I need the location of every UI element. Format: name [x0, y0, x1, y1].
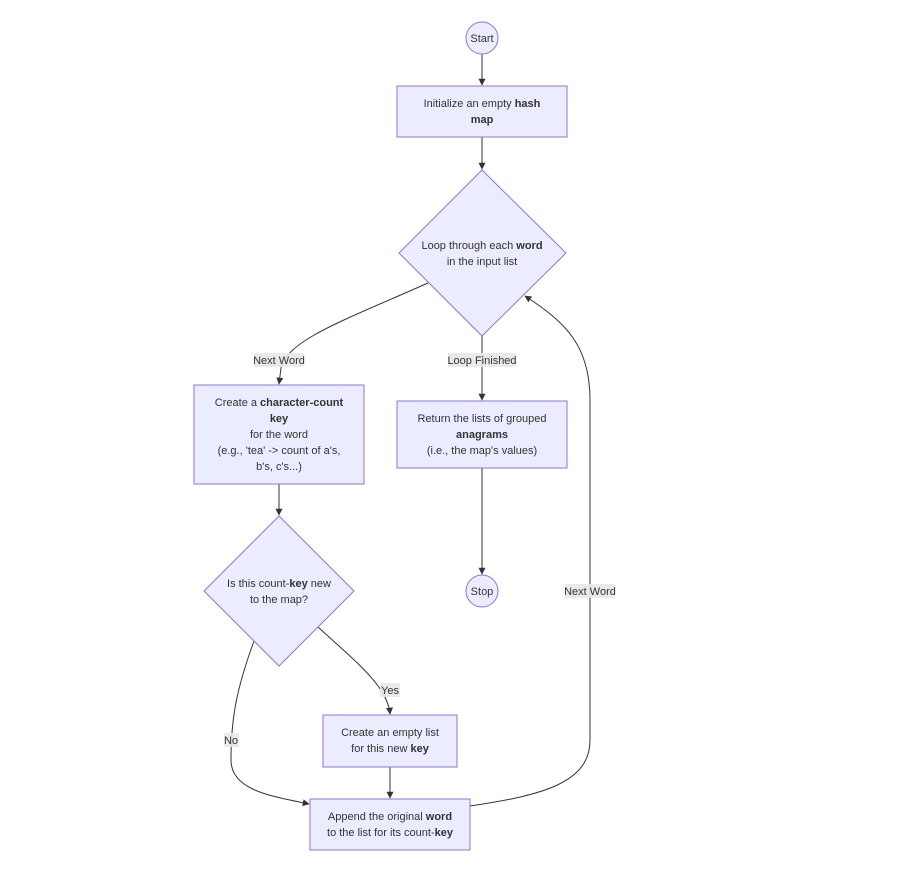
- text: Append the original: [328, 811, 426, 823]
- edge-loop-charcount: [276, 282, 429, 385]
- node-label: (i.e., the map's values): [427, 445, 537, 457]
- text-bold: word: [425, 811, 452, 823]
- text-bold: key: [289, 578, 308, 590]
- edge-label-text: No: [224, 735, 238, 747]
- node-append: Append the original word to the list for…: [309, 798, 471, 851]
- node-label: Stop: [471, 586, 494, 598]
- text: Loop through each: [421, 240, 516, 252]
- node-label: to the list for its count-key: [327, 827, 454, 839]
- text: to the list for its count-: [327, 827, 435, 839]
- edge-label-text: Yes: [381, 685, 399, 697]
- node-stop: Stop: [465, 574, 499, 608]
- node-label: in the input list: [447, 256, 517, 268]
- node-label: to the map?: [250, 594, 308, 606]
- node-return: Return the lists of grouped anagrams (i.…: [396, 400, 568, 469]
- node-init: Initialize an empty hash map: [396, 85, 568, 138]
- node-emptylist: Create an empty list for this new key: [322, 714, 458, 768]
- node-label: Start: [470, 33, 493, 45]
- node-label: Create a character-count: [215, 397, 344, 409]
- edge-isnew-append: [230, 640, 310, 807]
- text: new: [308, 578, 331, 590]
- text-bold: word: [515, 240, 542, 252]
- text-bold: key: [410, 743, 429, 755]
- text: for this new: [351, 743, 410, 755]
- edge-label-text: Next Word: [564, 586, 616, 598]
- edge-label-no: No: [224, 733, 239, 747]
- text-bold: character-count: [260, 397, 343, 409]
- edge-label-loop-finished: Loop Finished: [447, 353, 517, 367]
- text-bold: hash: [515, 98, 541, 110]
- edge-append-loop: [469, 295, 591, 807]
- node-label: for the word: [250, 429, 308, 441]
- node-label: Create an empty list: [341, 727, 439, 739]
- node-start: Start: [465, 21, 499, 55]
- node-label: for this new key: [351, 743, 430, 755]
- edge-isnew-emptylist: [317, 626, 393, 715]
- node-label: Initialize an empty hash: [424, 98, 541, 110]
- edge-label-yes: Yes: [380, 683, 400, 697]
- text-bold: key: [435, 827, 454, 839]
- text: Is this count-: [227, 578, 290, 590]
- node-label: anagrams: [456, 429, 508, 441]
- edge-label-next-word-1: Next Word: [253, 353, 305, 367]
- edge-label-text: Next Word: [253, 355, 305, 367]
- node-label: (e.g., 'tea' -> count of a's,: [218, 445, 341, 457]
- edge-label-text: Loop Finished: [447, 355, 516, 367]
- node-label: Is this count-key new: [227, 578, 331, 590]
- node-label: b's, c's...): [256, 461, 302, 473]
- node-charcount: Create a character-count key for the wor…: [193, 384, 365, 485]
- node-isnew-decision: Is this count-key new to the map?: [203, 515, 355, 667]
- node-label: Return the lists of grouped: [417, 413, 546, 425]
- node-loop-decision: Loop through each word in the input list: [398, 169, 567, 337]
- node-label: Append the original word: [328, 811, 452, 823]
- text: Initialize an empty: [424, 98, 515, 110]
- text: Create a: [215, 397, 260, 409]
- edge-label-next-word-2: Next Word: [564, 584, 616, 598]
- node-label: map: [471, 114, 494, 126]
- node-label: key: [270, 413, 289, 425]
- node-label: Loop through each word: [421, 240, 542, 252]
